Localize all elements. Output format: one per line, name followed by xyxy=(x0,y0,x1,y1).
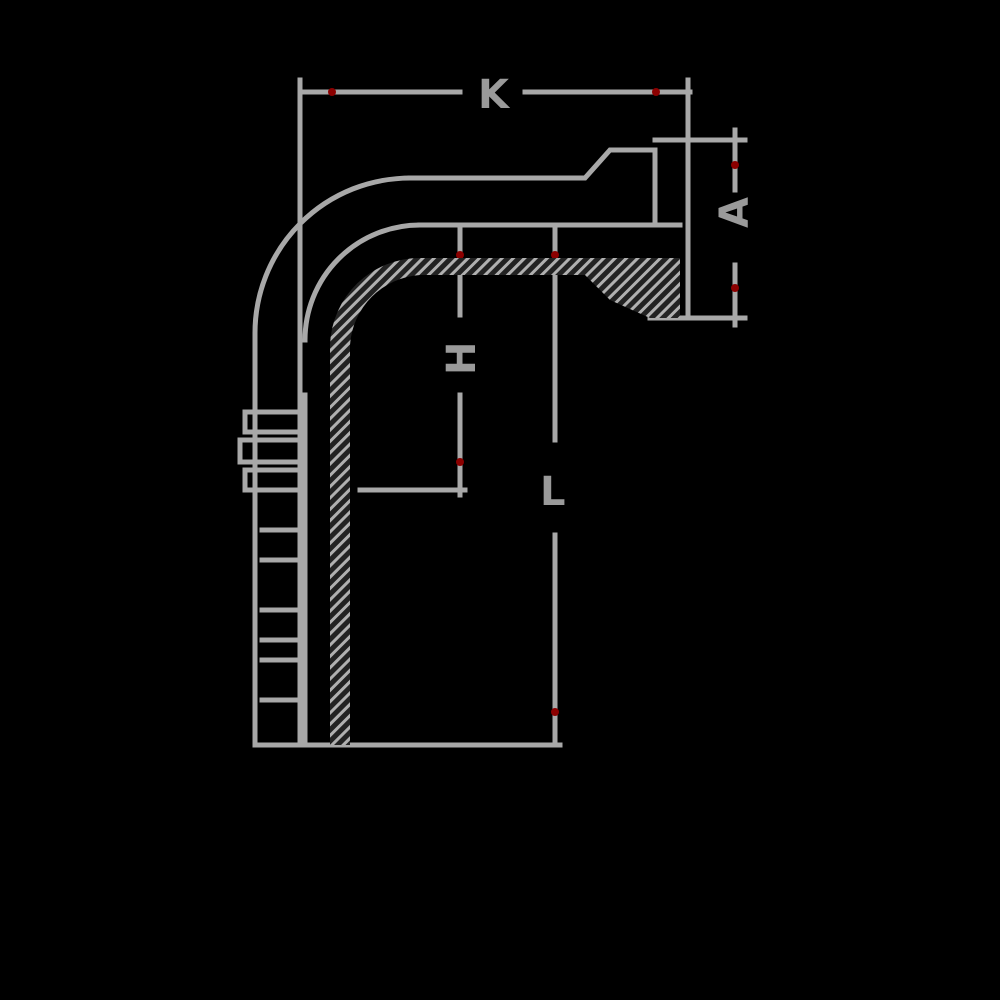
label-h: H xyxy=(439,342,485,375)
label-k: K xyxy=(478,72,511,118)
outer-bend xyxy=(252,175,413,433)
middle-bend xyxy=(302,222,423,343)
label-a: A xyxy=(712,197,758,228)
flange-nut xyxy=(407,137,691,228)
stem-section xyxy=(330,257,680,745)
ferrule xyxy=(237,392,563,748)
label-l: L xyxy=(540,469,566,515)
